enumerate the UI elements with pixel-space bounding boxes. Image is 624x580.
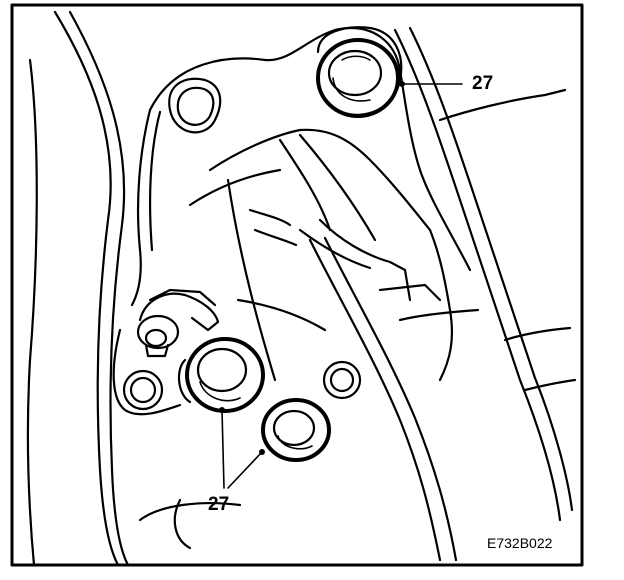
bolt-upper-right (316, 26, 403, 118)
reference-code: E732B022 (487, 535, 553, 551)
left-contour-lines (26, 10, 130, 567)
central-arm (188, 128, 454, 382)
bolt-lower-middle (261, 398, 331, 462)
callout-leaders (219, 81, 463, 489)
round-holes (122, 360, 362, 411)
shaft-lines (226, 178, 458, 562)
callout-label-27-lower: 27 (208, 494, 230, 515)
illustration-frame (10, 3, 584, 567)
right-structure-lines (393, 26, 577, 522)
callout-label-27-upper: 27 (472, 73, 494, 94)
small-nut-bracket (136, 288, 220, 358)
bolt-lower-left (177, 337, 265, 413)
bracket-casting (112, 27, 472, 550)
